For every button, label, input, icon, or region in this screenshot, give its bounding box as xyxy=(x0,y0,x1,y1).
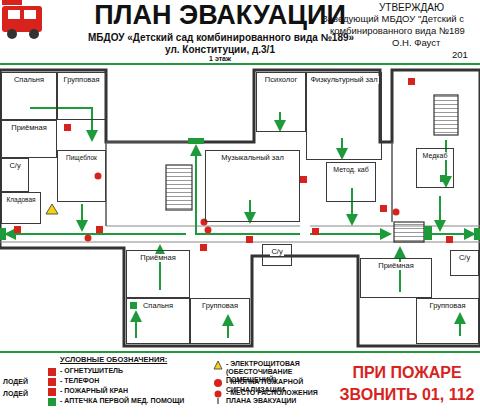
legend-place-mark xyxy=(215,391,222,405)
legend-swatch xyxy=(48,388,56,396)
room: Физкультурный зал xyxy=(306,72,382,160)
legend-text: - ПОЖАРНЫЙ КРАН xyxy=(60,387,220,395)
room: С/у xyxy=(262,244,292,266)
room-name: Спальня xyxy=(13,76,45,84)
room: Спальня xyxy=(1,72,57,120)
room: Кладовая xyxy=(1,192,41,224)
legend-heading: УСЛОВНЫЕ ОБОЗНАЧЕНИЯ: xyxy=(60,356,210,364)
room-name: Медкаб xyxy=(422,152,449,160)
header-text: 201 xyxy=(452,50,478,60)
room-name: Психолог xyxy=(264,76,298,84)
stairs xyxy=(434,95,458,135)
room-name: Групповая xyxy=(63,76,101,84)
legend-swatch xyxy=(48,378,56,386)
room-name: С/у xyxy=(458,254,471,262)
plan-title: ПЛАН ЭВАКУАЦИИ xyxy=(88,1,352,31)
room: Музыкальный зал xyxy=(205,150,300,222)
emergency-call-text: ПРИ ПОЖАРЕ xyxy=(336,364,478,382)
room-name: С/у xyxy=(8,162,21,170)
room-name: Приёмная xyxy=(377,262,414,270)
room: С/у xyxy=(450,250,479,276)
header-text: О.Н. Фауст xyxy=(392,38,478,48)
legend-item: - АПТЕЧКА ПЕРВОЙ МЕД. ПОМОЩИ xyxy=(48,397,220,406)
legend-item: - ТЕЛЕФОН xyxy=(48,377,220,386)
room: Психолог xyxy=(256,72,306,132)
legend-text: - МЕСТО РАСПОЛОЖЕНИЯ ПЛАНА ЭВАКУАЦИИ xyxy=(226,389,338,405)
header-text: МБДОУ «Детский сад комбинированного вида… xyxy=(88,32,352,43)
room: Пищеблок xyxy=(57,150,106,202)
room: Приёмная xyxy=(126,250,190,298)
legend-text: - ОГНЕТУШИТЕЛЬ xyxy=(60,367,220,375)
legend-text: - АПТЕЧКА ПЕРВОЙ МЕД. ПОМОЩИ xyxy=(60,397,220,405)
room: Групповая xyxy=(416,298,479,344)
header-text: Заведующий МБДОУ "Детский с xyxy=(322,14,478,24)
room-name: Метод. каб xyxy=(332,166,370,174)
legend-text: - ТЕЛЕФОН xyxy=(60,377,220,385)
room: Метод. каб xyxy=(326,162,376,202)
room-name: Приёмная xyxy=(10,124,47,132)
room: Групповая xyxy=(57,72,106,120)
fire-equipment-icon xyxy=(14,78,453,251)
first-aid-icon xyxy=(130,175,447,309)
legend-swatch xyxy=(214,361,222,369)
header-text: ул. Конституции, д.3/1 xyxy=(88,44,352,55)
room: Медкаб xyxy=(416,148,454,188)
room-name: Приёмная xyxy=(139,254,176,262)
alarm-button xyxy=(85,173,400,242)
room-name: Музыкальный зал xyxy=(220,154,285,162)
you-are-here xyxy=(201,219,208,226)
legend-swatch xyxy=(48,398,56,406)
room: Приёмная xyxy=(360,258,432,298)
header-text: 1 этаж xyxy=(88,55,352,63)
legend-swatch xyxy=(214,390,222,398)
room-name: Кладовая xyxy=(5,196,36,203)
room: Спальня xyxy=(126,298,190,344)
electrical-panel-icon xyxy=(46,204,58,214)
stairs xyxy=(394,222,424,242)
legend-item: - МЕСТО РАСПОЛОЖЕНИЯ ПЛАНА ЭВАКУАЦИИ xyxy=(214,389,338,405)
room: С/у xyxy=(1,158,29,192)
legend-swatch xyxy=(214,379,222,387)
fire-truck-icon xyxy=(2,0,42,39)
legend-item: - ПОЖАРНЫЙ КРАН xyxy=(48,387,220,396)
room: Групповая xyxy=(190,298,250,344)
room-name: Спальня xyxy=(142,302,174,310)
stairs xyxy=(166,165,192,210)
room-name: Пищеблок xyxy=(65,154,98,161)
legend-item: - ОГНЕТУШИТЕЛЬ xyxy=(48,367,220,376)
emergency-call-text: ЗВОНИТЬ 01, 112 xyxy=(336,386,478,404)
room-name: Групповая xyxy=(201,302,239,310)
legend-heading: ЛОДЕЙ xyxy=(3,378,43,386)
legend-triangle xyxy=(214,361,222,369)
evacuation-route xyxy=(8,108,472,338)
room-name: С/у xyxy=(270,248,283,256)
room-name: Физкультурный зал xyxy=(309,76,378,84)
header-text: комбинированного вида №189 xyxy=(330,26,478,36)
header-text: УТВЕРЖДАЮ xyxy=(345,2,478,13)
legend-swatch xyxy=(48,368,56,376)
exit-sign xyxy=(0,138,480,240)
room: Приёмная xyxy=(1,120,57,158)
room-name: Групповая xyxy=(429,302,467,310)
legend-heading: ЛОДЕЙ xyxy=(3,390,43,398)
